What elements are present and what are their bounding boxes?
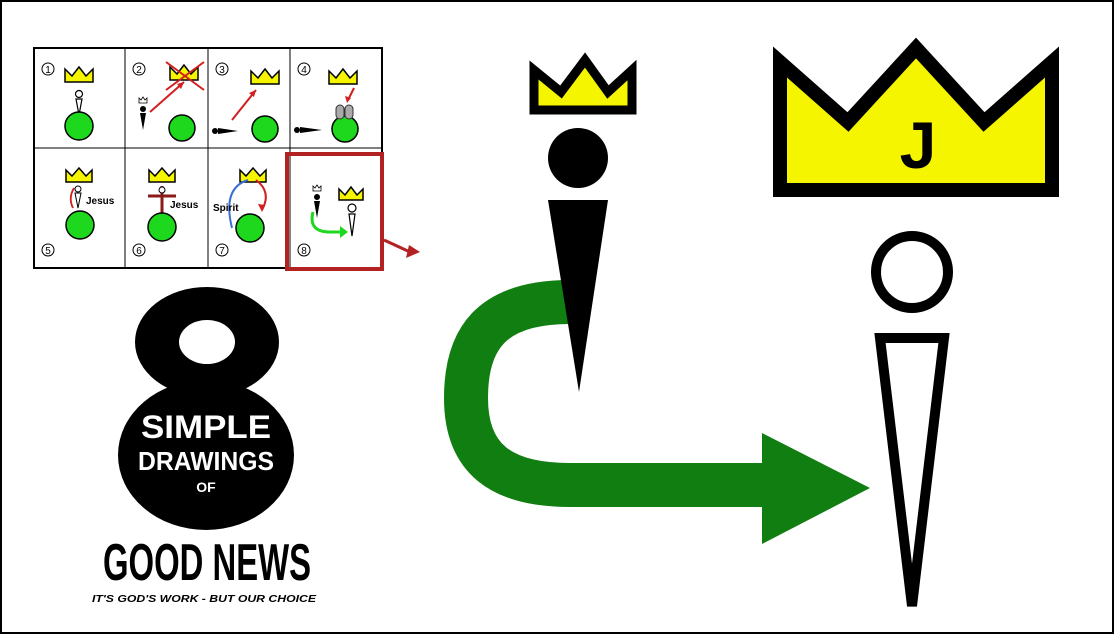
panel-number: 6 — [136, 246, 142, 257]
panel-number: 5 — [45, 246, 51, 257]
person-icon — [348, 204, 356, 212]
panel-number: 7 — [219, 246, 225, 257]
globe-icon — [252, 116, 278, 142]
logo-line-1: SIMPLE — [141, 409, 271, 445]
panel-number: 2 — [136, 65, 142, 76]
panel-label: Jesus — [86, 196, 115, 207]
believer-person-body — [880, 338, 944, 606]
believer-person-head — [876, 236, 948, 308]
globe-icon — [65, 112, 93, 140]
logo: SIMPLE DRAWINGS OF GOOD NEWS IT'S GOD'S … — [92, 287, 316, 605]
globe-icon — [148, 213, 176, 241]
self-person-head — [548, 128, 608, 188]
logo-line-3: OF — [196, 479, 216, 495]
thumbnail-grid: 1 2 3 — [34, 48, 420, 269]
crown-letter: J — [900, 108, 937, 182]
panel-number: 8 — [301, 246, 307, 257]
globe-icon — [236, 214, 264, 242]
person-icon — [294, 127, 300, 133]
logo-title: GOOD NEWS — [103, 534, 311, 592]
logo-line-2: DRAWINGS — [138, 446, 274, 476]
globe-icon — [169, 115, 195, 141]
panel-label: Jesus — [170, 200, 199, 211]
choice-arrow — [466, 302, 762, 485]
person-icon — [140, 106, 146, 112]
globe-icon — [332, 116, 358, 142]
globe-icon — [66, 211, 94, 239]
self-crown-icon — [534, 60, 632, 110]
tablets-icon — [336, 105, 344, 119]
person-icon — [212, 128, 218, 134]
panel-number: 4 — [301, 65, 307, 76]
logo-tagline: IT'S GOD'S WORK - BUT OUR CHOICE — [92, 594, 316, 605]
panel-number: 3 — [219, 65, 225, 76]
pointer-arrow — [384, 240, 410, 252]
panel-number: 1 — [45, 65, 51, 76]
panel-label: Spirit — [213, 203, 239, 214]
person-icon — [76, 91, 83, 98]
choice-arrow-head — [762, 433, 870, 544]
main-illustration: J — [466, 48, 1052, 606]
